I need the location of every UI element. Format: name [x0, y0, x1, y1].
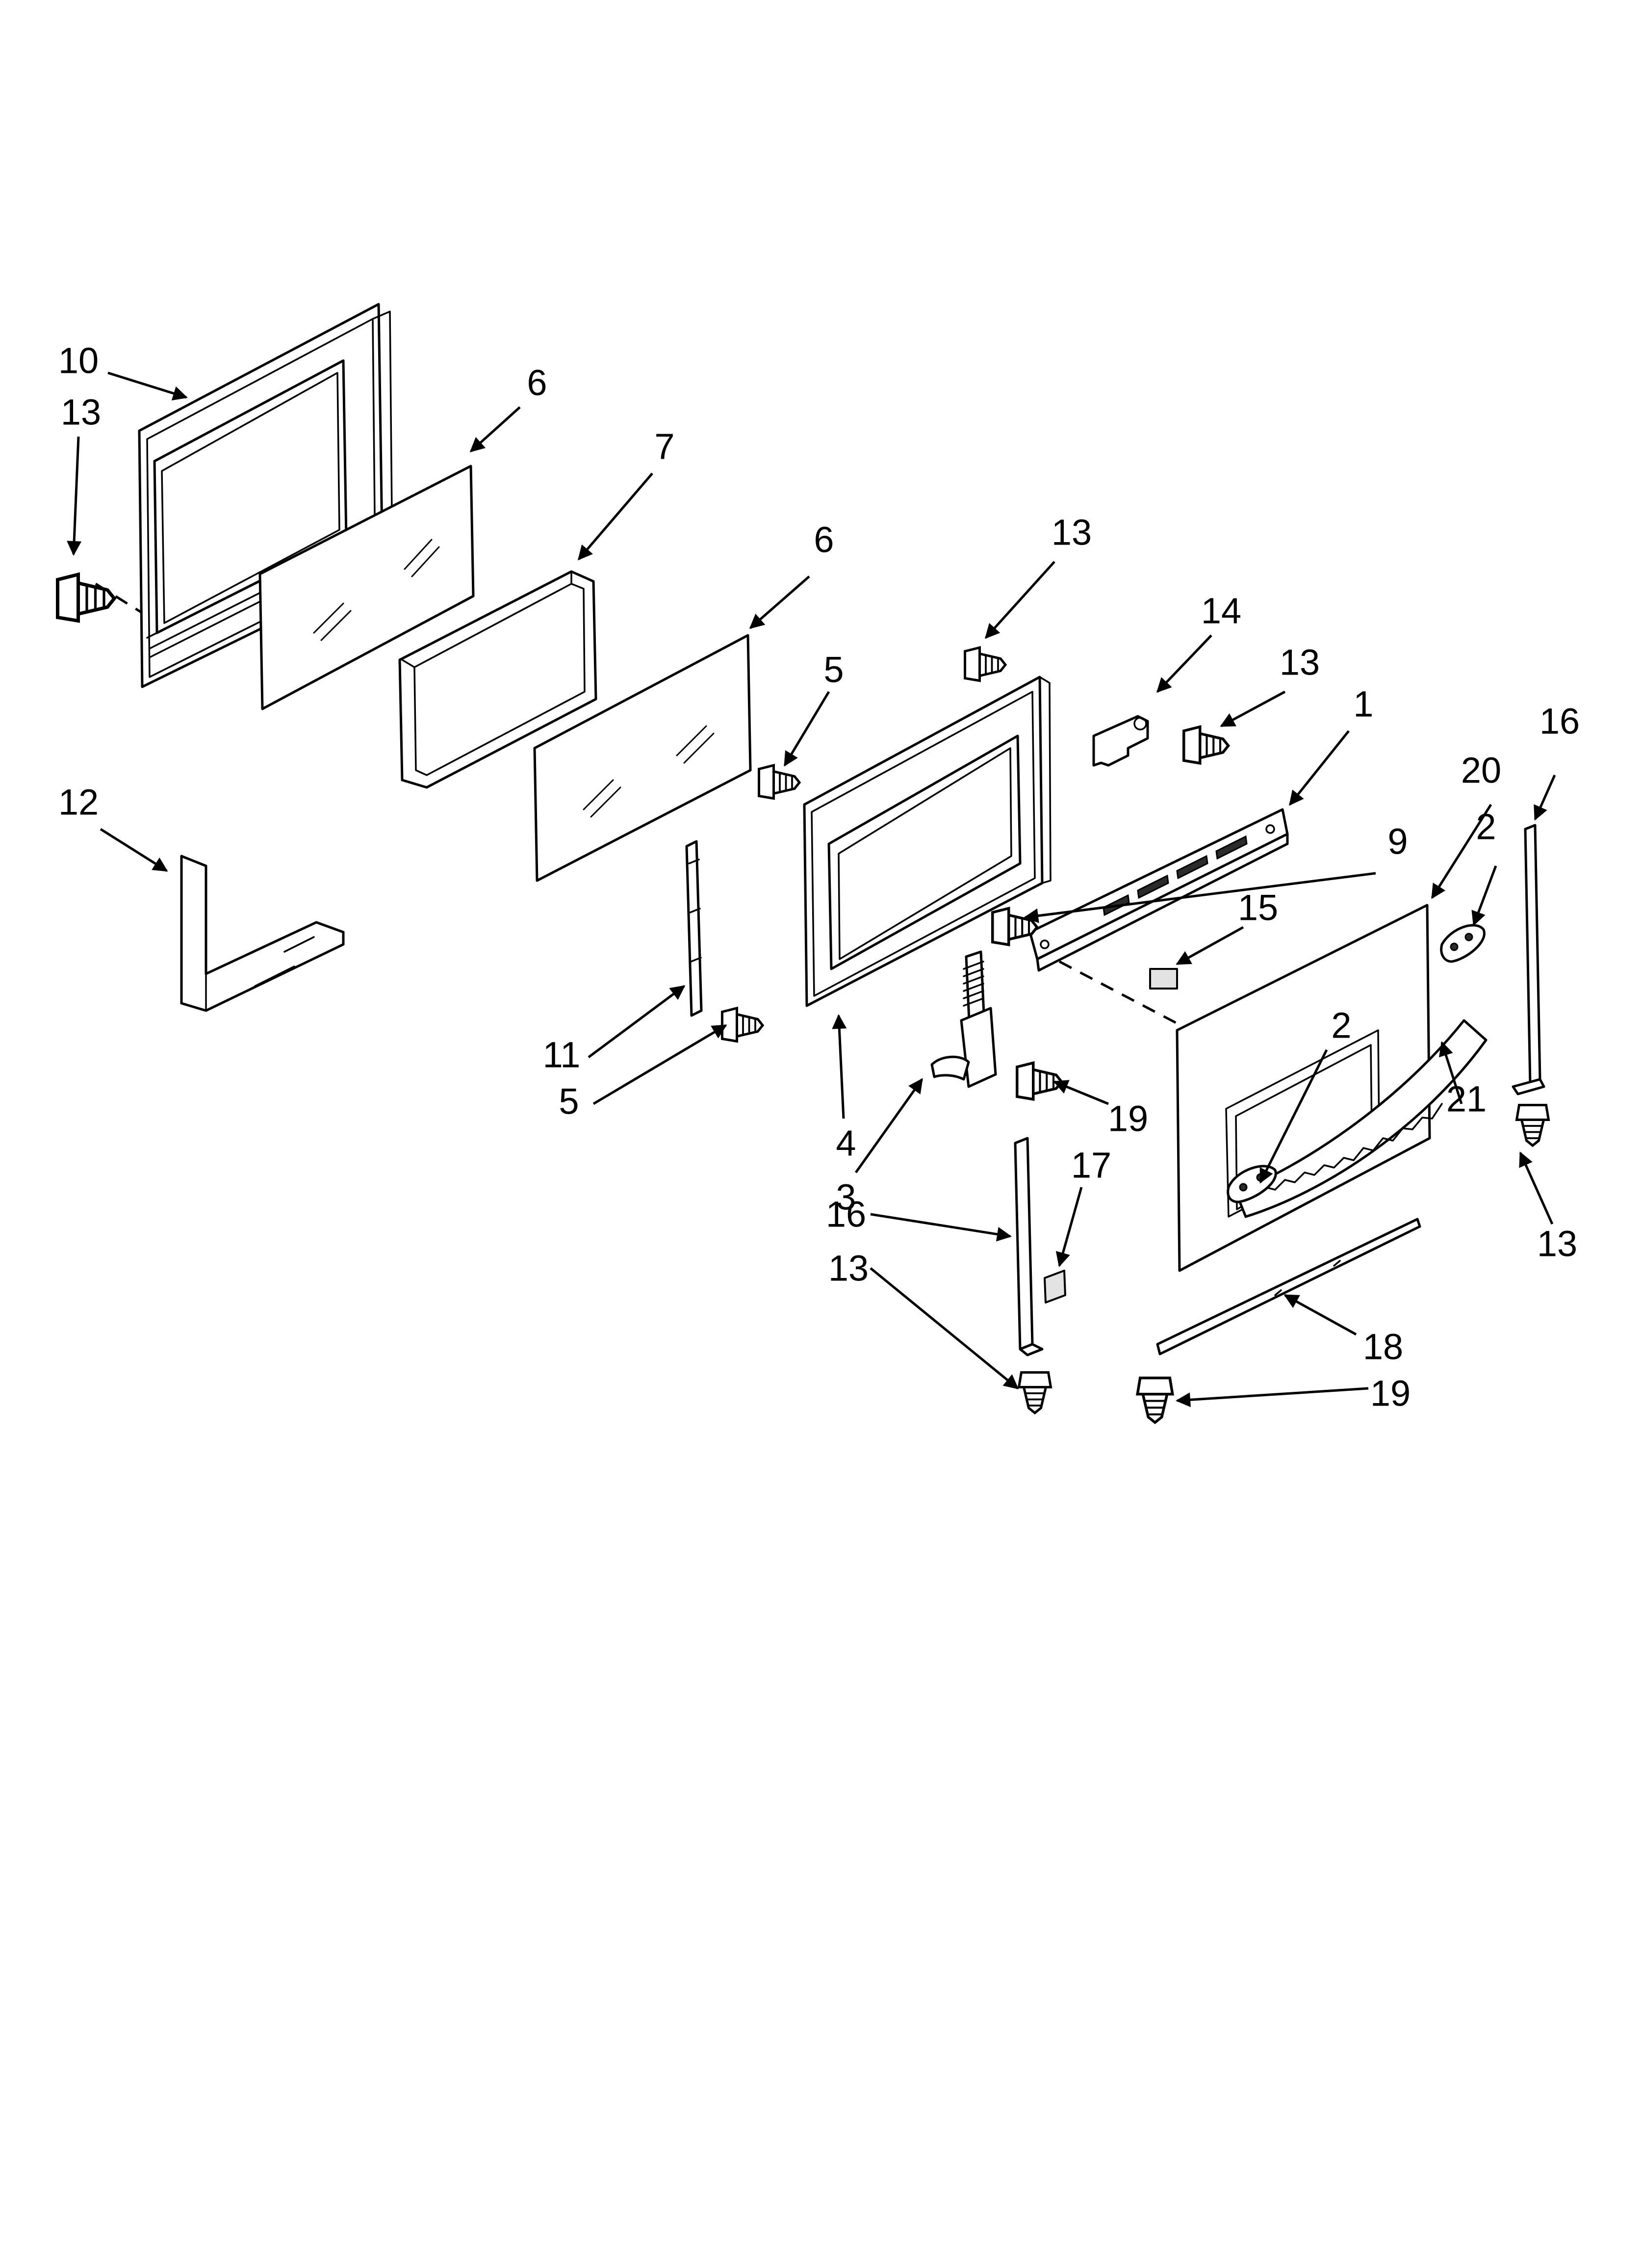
screw-19-bottom-icon — [1137, 1378, 1173, 1423]
callout-13: 13 — [61, 392, 101, 433]
callout-4: 4 — [836, 1123, 856, 1164]
callout-6: 6 — [527, 363, 547, 403]
callout-3: 3 — [836, 1177, 856, 1218]
callout-2: 2 — [1476, 807, 1496, 847]
callout-16: 16 — [1539, 701, 1580, 742]
part-glass-panel-lower — [533, 634, 752, 882]
callout-17: 17 — [1071, 1145, 1111, 1186]
part-door-handle — [1234, 1019, 1488, 1218]
part-pad — [1149, 968, 1178, 990]
part-hinge-assembly — [930, 950, 997, 1088]
screw-13-bottom-icon — [1019, 1373, 1051, 1413]
callout-19: 19 — [1108, 1098, 1148, 1139]
screw-9-icon — [993, 909, 1037, 945]
screw-13-left-icon — [58, 574, 115, 621]
callout-5: 5 — [559, 1081, 579, 1122]
callout-13: 13 — [1280, 642, 1320, 683]
part-bottom-trim — [1156, 1218, 1421, 1356]
callout-7: 7 — [654, 426, 674, 467]
callout-20: 20 — [1461, 750, 1501, 791]
callout-1: 1 — [1353, 684, 1373, 725]
part-side-trim-right — [1512, 824, 1545, 1095]
callout-labels: 10 13 6 7 6 13 14 13 5 1 16 20 2 12 9 15… — [58, 340, 1580, 1414]
callout-9: 9 — [1387, 821, 1408, 862]
screw-13-top-icon — [965, 648, 1006, 681]
callout-15: 15 — [1238, 887, 1278, 928]
part-outer-door-frame — [803, 676, 1052, 1007]
leader-lines — [67, 371, 1556, 1408]
part-side-trim-lower — [1014, 1137, 1044, 1356]
part-label — [1044, 1270, 1066, 1303]
callout-5: 5 — [823, 650, 844, 690]
callout-12: 12 — [58, 782, 99, 823]
callout-11: 11 — [543, 1035, 581, 1075]
callout-10: 10 — [58, 340, 99, 381]
screw-13-bracket-icon — [1184, 727, 1229, 763]
callout-13: 13 — [828, 1248, 869, 1289]
part-outer-door-panel — [1176, 904, 1431, 1272]
part-handle-end-cap-right — [1440, 924, 1486, 963]
callout-21: 21 — [1446, 1079, 1487, 1120]
callout-2: 2 — [1331, 1005, 1351, 1046]
callout-13: 13 — [1052, 512, 1092, 553]
part-vent-trim — [1028, 808, 1289, 972]
callout-6: 6 — [814, 520, 834, 560]
part-latch-bracket — [1092, 715, 1149, 767]
callout-14: 14 — [1201, 591, 1241, 631]
screw-5-lower-icon — [722, 1008, 763, 1042]
callout-18: 18 — [1363, 1327, 1403, 1367]
screw-13-right-icon — [1517, 1105, 1549, 1146]
part-glass-pack — [398, 570, 597, 789]
part-door-insulation — [180, 855, 345, 1012]
callout-13: 13 — [1537, 1224, 1577, 1264]
part-hinge-strip-left — [685, 840, 703, 1017]
callout-16: 16 — [826, 1194, 866, 1235]
part-glass-panel-upper — [258, 465, 475, 710]
callout-19: 19 — [1370, 1373, 1411, 1414]
screw-5-upper-icon — [759, 765, 800, 799]
